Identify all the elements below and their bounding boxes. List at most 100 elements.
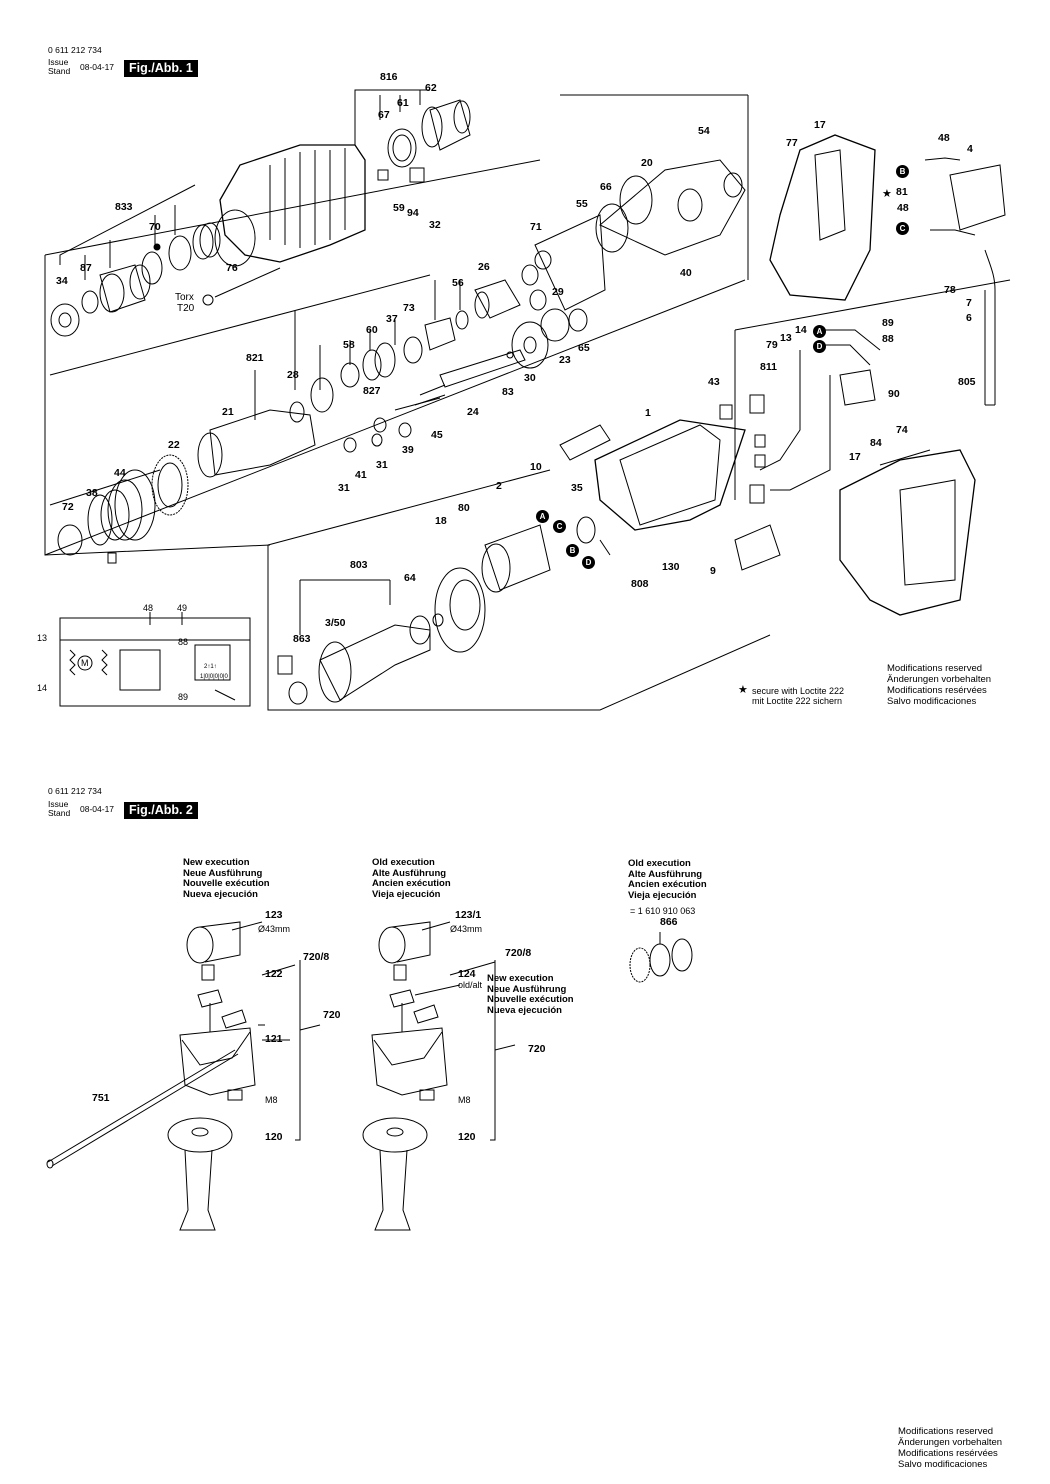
part-label: 26 xyxy=(478,261,490,273)
part-label: 32 xyxy=(429,219,441,231)
old-execution-es: Vieja ejecución xyxy=(372,888,441,900)
part-label: 22 xyxy=(168,439,180,451)
part-label: 120 xyxy=(265,1131,283,1143)
part-label: 72 xyxy=(62,501,74,513)
old-execution-fr: Ancien exécution xyxy=(628,879,707,890)
part-label: 59 xyxy=(393,202,405,214)
part-label: 720 xyxy=(323,1009,341,1021)
old-alt-label: old/alt xyxy=(458,980,483,990)
part-label: 811 xyxy=(760,361,777,373)
part-label: 76 xyxy=(226,262,238,274)
part-label: 18 xyxy=(435,515,447,527)
part-label: 83 xyxy=(502,386,514,398)
part-label: 88 xyxy=(882,333,894,345)
old-execution-en: Old execution xyxy=(628,858,691,869)
part-label: 39 xyxy=(402,444,414,456)
part-label: 20 xyxy=(641,157,653,169)
part-label: 90 xyxy=(888,388,900,400)
part-label: 17 xyxy=(814,119,826,131)
old-execution-es: Vieja ejecución xyxy=(628,889,697,901)
part-label: 37 xyxy=(386,313,398,325)
part-label: 17 xyxy=(849,451,861,463)
part-label: 34 xyxy=(56,275,68,287)
torx-size-label: T20 xyxy=(177,303,195,314)
part-label: 120 xyxy=(458,1131,476,1143)
wiring-label: 49 xyxy=(177,603,188,613)
part-label: 48 xyxy=(938,132,950,144)
part-label: 833 xyxy=(115,201,133,213)
part-label: 720/8 xyxy=(505,947,532,959)
diameter-label: Ø43mm xyxy=(258,924,291,934)
part-label: 40 xyxy=(680,267,692,279)
star-icon: ★ xyxy=(882,188,892,200)
part-label: 66 xyxy=(600,181,612,193)
new-execution-fr: Nouvelle exécution xyxy=(487,994,574,1005)
old-execution-de: Alte Ausführung xyxy=(628,868,703,880)
part-label: 65 xyxy=(578,342,590,354)
part-label: 87 xyxy=(80,262,92,274)
new-execution-de: Neue Ausführung xyxy=(487,983,567,995)
part-label: 80 xyxy=(458,502,470,514)
wiring-label: 48 xyxy=(143,603,154,613)
part-label: 64 xyxy=(404,572,416,584)
part-label: 62 xyxy=(425,82,437,94)
motor-symbol-label: M xyxy=(81,658,89,668)
part-label: 23 xyxy=(559,354,571,366)
part-label: 56 xyxy=(452,277,464,289)
part-label: 130 xyxy=(662,561,680,573)
part-label: 94 xyxy=(407,207,419,219)
part-label: 89 xyxy=(882,317,894,329)
old-execution-fr: Ancien exécution xyxy=(372,878,451,889)
part-label: 123 xyxy=(265,909,283,921)
torx-label: Torx xyxy=(175,292,194,303)
modifications-de: Änderungen vorbehalten xyxy=(898,1437,1003,1448)
part-label: 31 xyxy=(338,482,350,494)
part-label: 827 xyxy=(363,385,381,397)
connector-marker-a: A xyxy=(813,325,826,338)
loctite-note-en: secure with Loctite 222 xyxy=(752,686,845,696)
part-label: 31 xyxy=(376,459,388,471)
part-label: 43 xyxy=(708,376,720,388)
new-execution-fr: Nouvelle exécution xyxy=(183,878,270,889)
modifications-fr: Modifications resérvées xyxy=(898,1448,998,1459)
part-label: 58 xyxy=(343,339,355,351)
part-label: 79 xyxy=(766,339,778,351)
modifications-en: Modifications reserved xyxy=(898,1426,994,1437)
part-label: 821 xyxy=(246,352,264,364)
connector-marker-c: C xyxy=(553,520,566,533)
part-label: 45 xyxy=(431,429,443,441)
new-execution-de: Neue Ausführung xyxy=(183,867,263,879)
part-label: 61 xyxy=(397,97,409,109)
connector-marker-b: B xyxy=(896,165,909,178)
wiring-label: 89 xyxy=(178,692,189,702)
part-label: 60 xyxy=(366,324,378,336)
old-execution-en: Old execution xyxy=(372,857,435,868)
modifications-es: Salvo modificaciones xyxy=(887,696,977,707)
issue-label: Issue xyxy=(48,57,69,67)
part-label: 84 xyxy=(870,437,882,449)
figure-label: Fig./Abb. 2 xyxy=(124,802,198,819)
part-label: 9 xyxy=(710,565,716,577)
part-label: 29 xyxy=(552,286,564,298)
wiring-label: 88 xyxy=(178,637,189,647)
connector-marker-d: D xyxy=(582,556,595,569)
part-label: 35 xyxy=(571,482,583,494)
doc-number: 0 611 212 734 xyxy=(48,786,102,796)
part-label: 122 xyxy=(265,968,283,980)
new-execution-en: New execution xyxy=(183,857,250,868)
new-execution-es: Nueva ejecución xyxy=(487,1004,562,1016)
part-label: 1 xyxy=(645,407,651,419)
part-label: 41 xyxy=(355,469,367,481)
part-label: 863 xyxy=(293,633,311,645)
part-label: 30 xyxy=(524,372,536,384)
part-label: 808 xyxy=(631,578,649,590)
part-label: 54 xyxy=(698,125,710,137)
part-label: 13 xyxy=(780,332,792,344)
part-label: 38 xyxy=(86,487,98,499)
star-icon: ★ xyxy=(738,684,748,696)
old-part-number: = 1 610 910 063 xyxy=(630,906,696,916)
part-label: 67 xyxy=(378,109,390,121)
stand-label: Stand xyxy=(48,66,71,76)
loctite-note-de: mit Loctite 222 sichern xyxy=(752,696,843,706)
